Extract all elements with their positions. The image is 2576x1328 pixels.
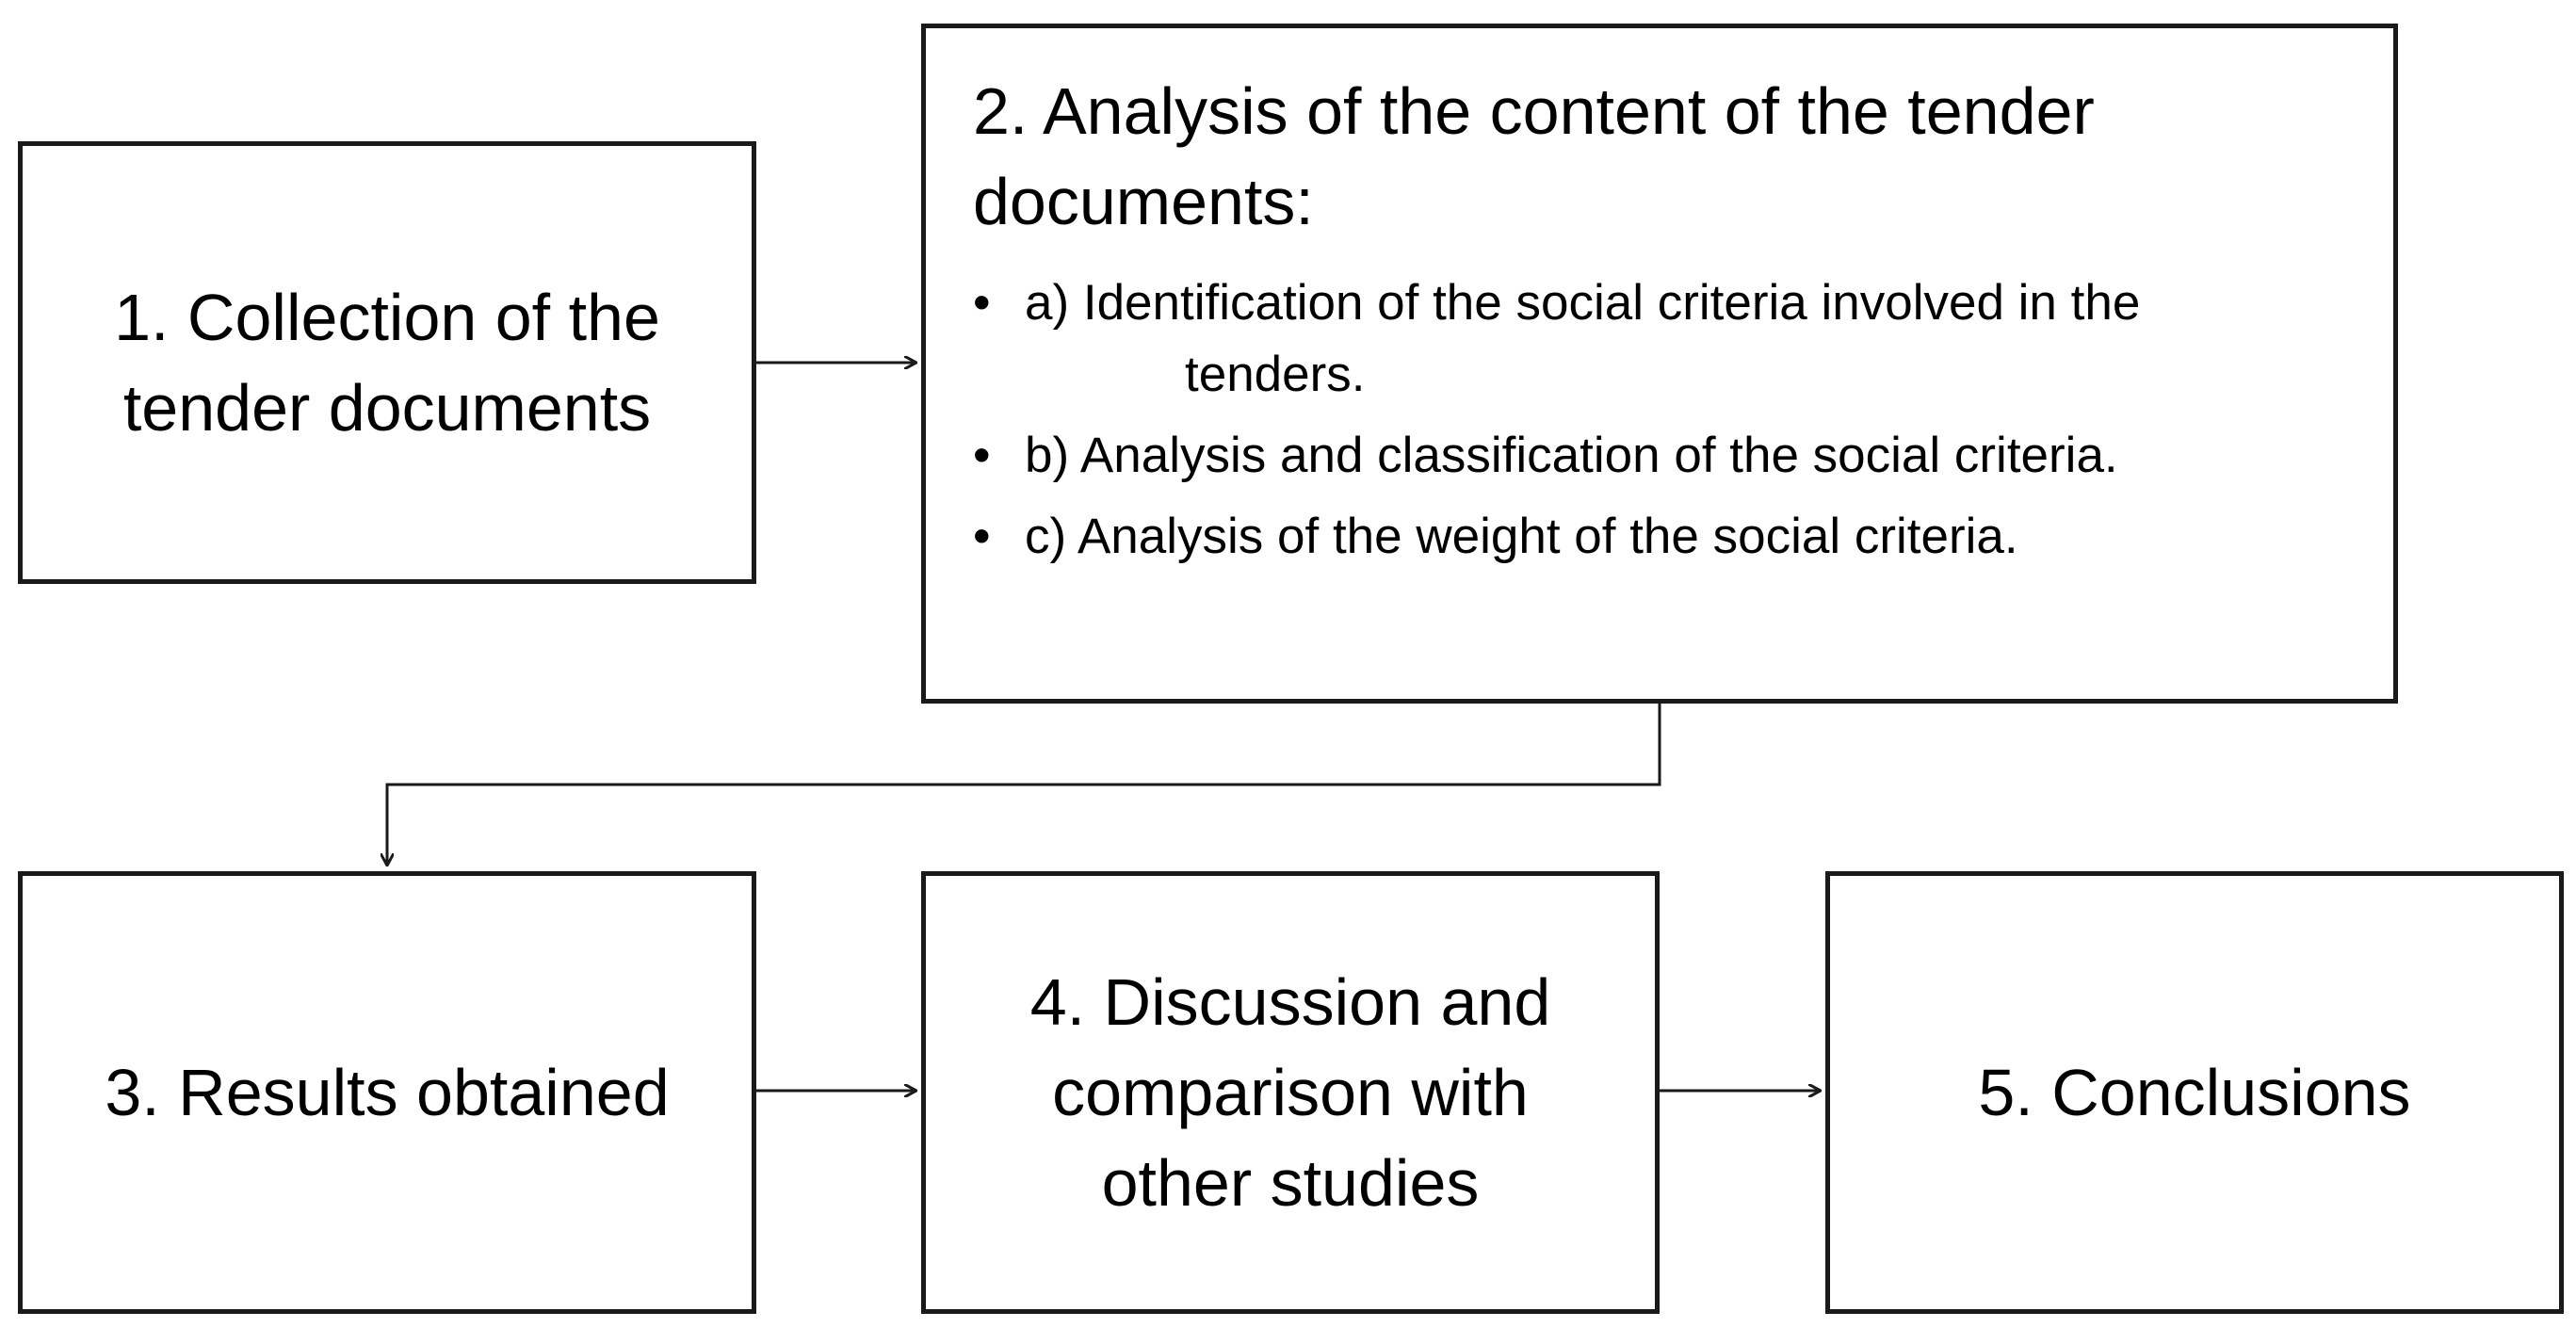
step-3-label: 3. Results obtained bbox=[105, 1056, 670, 1129]
criteria-item-b-text: b) Analysis and classification of the so… bbox=[1025, 428, 2118, 483]
step-2-title: 2. Analysis of the content of the tender… bbox=[973, 74, 2095, 238]
step-3-box: 3. Results obtained bbox=[18, 871, 756, 1314]
criteria-item-a: • a) Identification of the social criter… bbox=[973, 267, 2356, 411]
bullet-icon: • bbox=[973, 275, 991, 331]
step-5-box: 5. Conclusions bbox=[1825, 871, 2564, 1314]
bullet-icon: • bbox=[973, 428, 991, 483]
step-5-label: 5. Conclusions bbox=[1978, 1056, 2411, 1129]
bullet-icon: • bbox=[973, 509, 991, 564]
step-4-box: 4. Discussion and comparison with other … bbox=[921, 871, 1660, 1314]
arrow-2-to-3 bbox=[387, 704, 1661, 865]
criteria-item-a-line1: a) Identification of the social criteria… bbox=[1025, 275, 2141, 331]
step-1-label: 1. Collection of the tender documents bbox=[114, 281, 660, 445]
criteria-item-a-line2: tenders. bbox=[1185, 347, 1366, 402]
criteria-list: • a) Identification of the social criter… bbox=[973, 267, 2356, 573]
criteria-item-b: • b) Analysis and classification of the … bbox=[973, 420, 2356, 492]
step-2-box: 2. Analysis of the content of the tender… bbox=[921, 24, 2398, 704]
criteria-item-c-text: c) Analysis of the weight of the social … bbox=[1025, 509, 2018, 564]
criteria-item-c: • c) Analysis of the weight of the socia… bbox=[973, 501, 2356, 573]
step-4-label: 4. Discussion and comparison with other … bbox=[1029, 965, 1551, 1220]
step-1-box: 1. Collection of the tender documents bbox=[18, 141, 756, 584]
